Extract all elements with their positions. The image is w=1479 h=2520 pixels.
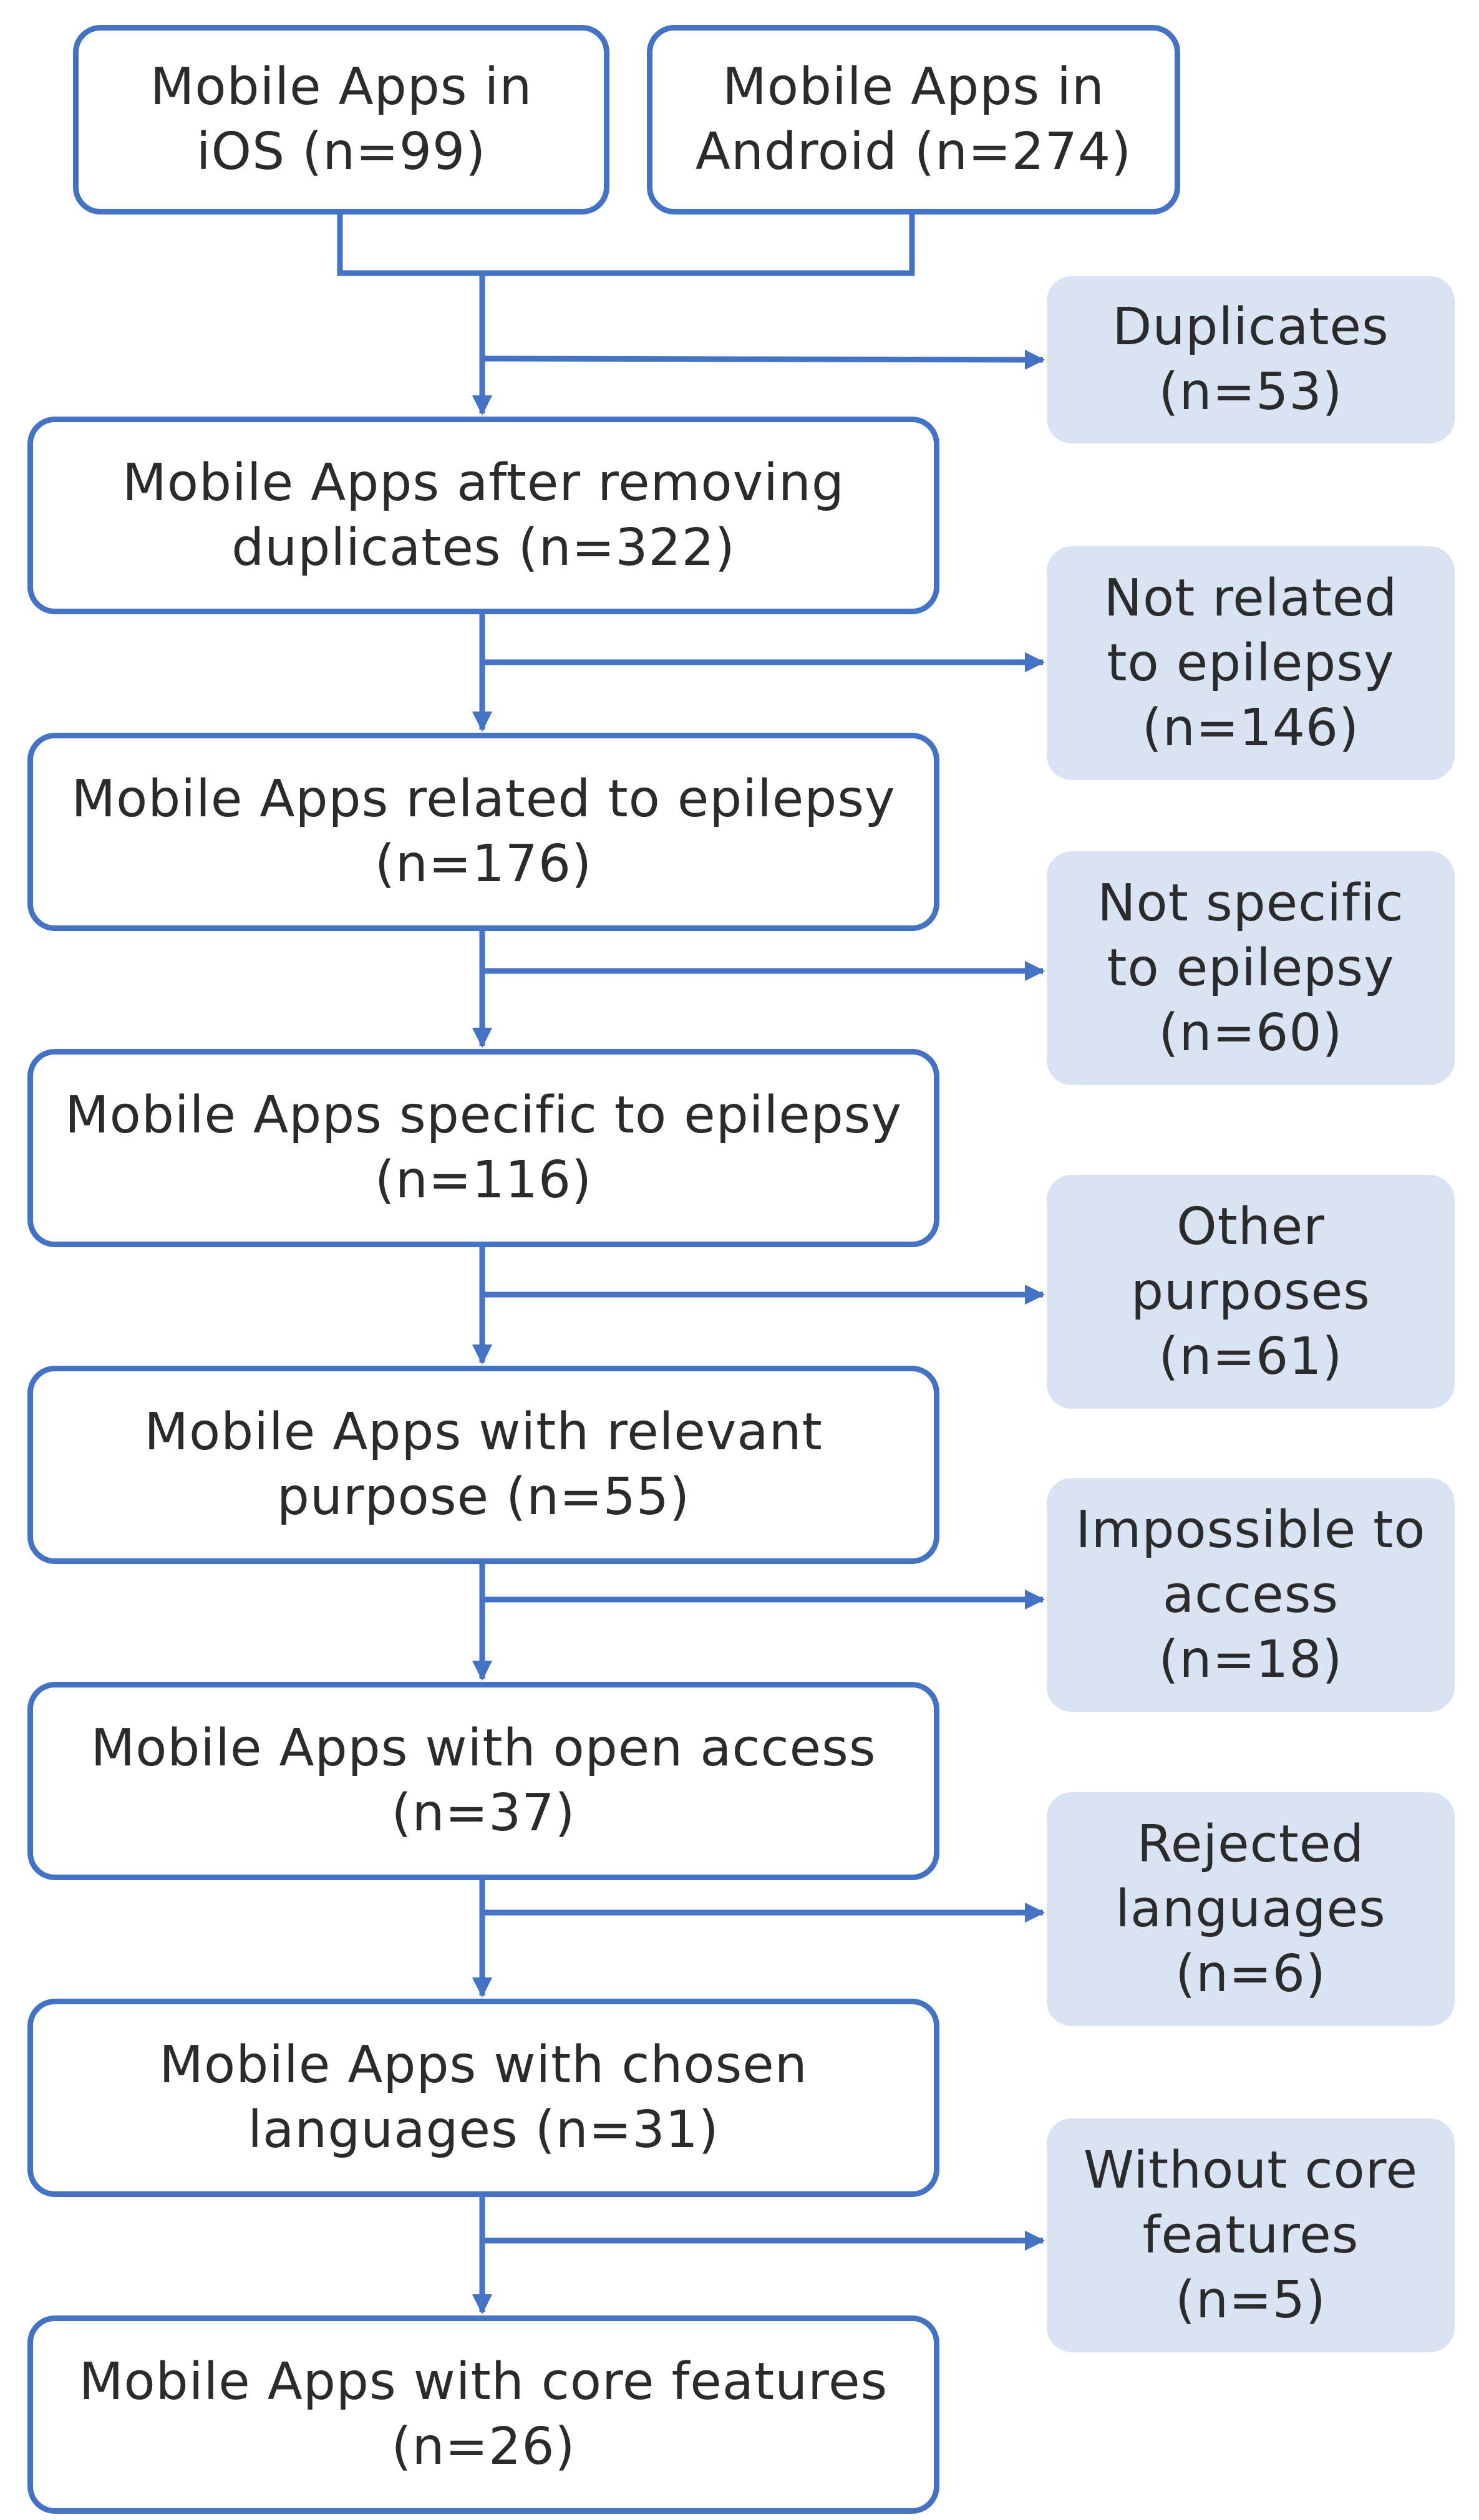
purpose-apps-box: Mobile Apps with relevant purpose (n=55) [27, 1366, 939, 1564]
open-access-apps-label: Mobile Apps with open access (n=37) [90, 1719, 876, 1843]
duplicates-box: Duplicates (n=53) [1047, 276, 1455, 443]
without-core-features-label: Without core features (n=5) [1083, 2140, 1418, 2330]
dedup-apps-label: Mobile Apps after removing duplicates (n… [122, 453, 845, 577]
android-apps-box: Mobile Apps in Android (n=274) [647, 25, 1180, 215]
other-purposes-label: Other purposes (n=61) [1131, 1197, 1370, 1386]
core-features-apps-box: Mobile Apps with core features (n=26) [27, 2315, 939, 2514]
ios-apps-label: Mobile Apps in iOS (n=99) [150, 57, 533, 181]
languages-apps-label: Mobile Apps with chosen languages (n=31) [159, 2035, 808, 2160]
impossible-to-access-label: Impossible to access (n=18) [1075, 1500, 1426, 1689]
open-access-apps-box: Mobile Apps with open access (n=37) [27, 1682, 939, 1880]
merge-bracket [337, 209, 915, 276]
related-apps-box: Mobile Apps related to epilepsy (n=176) [27, 733, 939, 931]
related-apps-label: Mobile Apps related to epilepsy (n=176) [71, 770, 896, 894]
purpose-apps-label: Mobile Apps with relevant purpose (n=55) [144, 1402, 823, 1527]
not-specific-label: Not specific to epilepsy (n=60) [1097, 873, 1404, 1063]
specific-apps-label: Mobile Apps specific to epilepsy (n=116) [64, 1086, 903, 1210]
languages-apps-box: Mobile Apps with chosen languages (n=31) [27, 1999, 939, 2197]
arrow-to-duplicates [482, 349, 1045, 370]
rejected-languages-label: Rejected languages (n=6) [1115, 1814, 1386, 2004]
without-core-features-box: Without core features (n=5) [1047, 2118, 1455, 2352]
core-features-apps-label: Mobile Apps with core features (n=26) [79, 2352, 888, 2476]
android-apps-label: Mobile Apps in Android (n=274) [695, 57, 1132, 181]
not-related-box: Not related to epilepsy (n=146) [1047, 546, 1455, 780]
not-specific-box: Not specific to epilepsy (n=60) [1047, 851, 1455, 1085]
ios-apps-box: Mobile Apps in iOS (n=99) [73, 25, 609, 215]
other-purposes-box: Other purposes (n=61) [1047, 1175, 1455, 1409]
impossible-to-access-box: Impossible to access (n=18) [1047, 1478, 1455, 1712]
specific-apps-box: Mobile Apps specific to epilepsy (n=116) [27, 1049, 939, 1247]
rejected-languages-box: Rejected languages (n=6) [1047, 1792, 1455, 2026]
not-related-label: Not related to epilepsy (n=146) [1103, 568, 1398, 758]
dedup-apps-box: Mobile Apps after removing duplicates (n… [27, 417, 939, 614]
duplicates-label: Duplicates (n=53) [1112, 297, 1389, 422]
